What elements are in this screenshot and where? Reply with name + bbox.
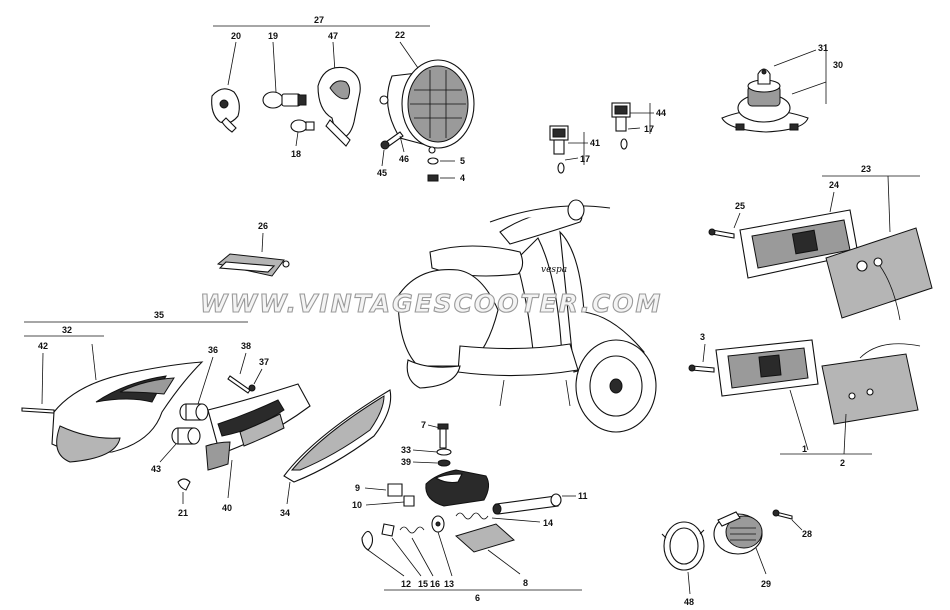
callout-18: 18 — [291, 149, 301, 159]
callout-47: 47 — [328, 31, 338, 41]
horn-group: 48 29 28 — [661, 509, 812, 607]
callout-27: 27 — [314, 15, 324, 25]
headlamp-group: 27 20 19 18 47 22 — [211, 15, 475, 183]
callout-43: 43 — [151, 464, 161, 474]
callout-41: 41 — [590, 138, 600, 148]
switch-44 — [611, 102, 631, 150]
mounting-bracket-40 — [205, 383, 311, 471]
bracket-group: 36 43 38 37 40 21 — [151, 341, 311, 518]
callout-20: 20 — [231, 31, 241, 41]
callout-37: 37 — [259, 357, 269, 367]
callout-46: 46 — [399, 154, 409, 164]
callout-5: 5 — [460, 156, 465, 166]
callout-38: 38 — [241, 341, 251, 351]
callout-25: 25 — [735, 201, 745, 211]
callout-44: 44 — [656, 108, 666, 118]
callout-24: 24 — [829, 180, 839, 190]
headlamp-bulb — [262, 91, 307, 109]
callout-40: 40 — [222, 503, 232, 513]
callout-17a: 17 — [580, 154, 590, 164]
callout-17b: 17 — [644, 124, 654, 134]
callout-16: 16 — [430, 579, 440, 589]
callout-22: 22 — [395, 30, 405, 40]
lamp-screw — [380, 131, 404, 150]
callout-23: 23 — [861, 164, 871, 174]
callout-11: 11 — [578, 491, 588, 501]
callout-13: 13 — [444, 579, 454, 589]
callout-34: 34 — [280, 508, 290, 518]
callout-29: 29 — [761, 579, 771, 589]
callout-6: 6 — [475, 593, 480, 603]
callout-7: 7 — [421, 420, 426, 430]
callout-9: 9 — [355, 483, 360, 493]
watermark-text: WWW.VINTAGESCOOTER.COM — [200, 289, 662, 318]
tail-light-upper: 23 24 25 — [708, 164, 933, 321]
callout-31: 31 — [818, 43, 828, 53]
callout-10: 10 — [352, 500, 362, 510]
washer-nut — [427, 157, 439, 182]
callout-19: 19 — [268, 31, 278, 41]
switch-group: 41 17 44 17 — [549, 102, 666, 174]
rubber-bush-36 — [179, 403, 209, 421]
trim-strip-34: 34 — [280, 389, 392, 518]
callout-26: 26 — [258, 221, 268, 231]
callout-32: 32 — [62, 325, 72, 335]
callout-21: 21 — [178, 508, 188, 518]
headlamp-unit — [379, 59, 475, 154]
callout-33: 33 — [401, 445, 411, 455]
callout-4: 4 — [460, 173, 465, 183]
callout-15: 15 — [418, 579, 428, 589]
bulb-holder — [211, 88, 240, 133]
callout-45: 45 — [377, 168, 387, 178]
callout-14: 14 — [543, 518, 553, 528]
ignition-switch: 31 30 — [721, 43, 843, 133]
callout-36: 36 — [208, 345, 218, 355]
scooter-badge: vespa — [541, 265, 567, 275]
callout-1: 1 — [802, 444, 807, 454]
brake-assembly-6: 7 33 39 9 10 11 14 8 — [352, 420, 588, 603]
tail-light-lower: 3 1 2 — [688, 332, 921, 468]
callout-35: 35 — [154, 310, 164, 320]
reflector-shield — [317, 66, 361, 147]
callout-2: 2 — [840, 458, 845, 468]
side-cowl-group: 35 32 42 — [21, 310, 248, 463]
callout-42: 42 — [38, 341, 48, 351]
rubber-bush-43 — [171, 427, 201, 445]
callout-48: 48 — [684, 597, 694, 607]
callout-12: 12 — [401, 579, 411, 589]
vespa-scooter: vespa — [397, 199, 657, 433]
plunger-11 — [492, 493, 562, 515]
switch-41 — [549, 125, 569, 174]
callout-30: 30 — [833, 60, 843, 70]
callout-8: 8 — [523, 578, 528, 588]
cover-plate-26: 26 — [216, 221, 290, 277]
small-bulb — [290, 119, 315, 133]
callout-39: 39 — [401, 457, 411, 467]
callout-28: 28 — [802, 529, 812, 539]
callout-3: 3 — [700, 332, 705, 342]
